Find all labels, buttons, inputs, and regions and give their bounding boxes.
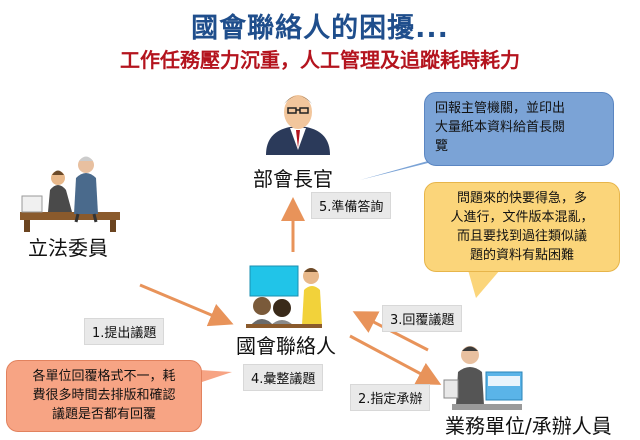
business-callout-line-3: 而且要找到過往類似議: [456, 229, 587, 244]
liaison-callout-line-2: 費很多時間去排版和確認: [32, 388, 176, 403]
business-callout-line-4: 題的資料有點困難: [469, 248, 574, 263]
step-3-label: 3.回覆議題: [382, 305, 463, 332]
supervisor-callout: 回報主管機關，並印出 大量紙本資料給首長閱 覽: [424, 92, 614, 166]
supervisor-callout-line-3: 覽: [435, 139, 449, 154]
arrow-liaison-to-business: [349, 334, 442, 385]
liaison-callout: 各單位回覆格式不一，耗 費很多時間去排版和確認 議題是否都有回覆: [6, 360, 202, 432]
arrow-legislator-to-liaison: [139, 283, 234, 327]
arrow-business-to-liaison: [352, 311, 429, 352]
step-4-label: 4.彙整議題: [243, 364, 324, 391]
liaison-callout-line-1: 各單位回覆格式不一，耗: [32, 369, 176, 384]
liaison-label: 國會聯絡人: [236, 334, 336, 358]
business-callout-line-1: 問題來的快要得急，多: [456, 191, 587, 206]
liaison-callout-line-3: 議題是否都有回覆: [51, 407, 156, 422]
supervisor-label: 部會長官: [253, 167, 333, 191]
diagram-title: 國會聯絡人的困擾...: [191, 13, 449, 44]
step-2-label: 2.指定承辦: [350, 384, 431, 411]
business-unit-label: 業務單位/承辦人員: [445, 414, 612, 438]
legislator-label: 立法委員: [28, 236, 108, 260]
step-5-label: 5.準備答詢: [311, 192, 392, 219]
business-callout: 問題來的快要得急，多 人進行，文件版本混亂， 而且要找到過往類似議 題的資料有點…: [424, 182, 620, 272]
business-callout-line-2: 人進行，文件版本混亂，: [450, 210, 594, 225]
diagram-subtitle: 工作任務壓力沉重，人工管理及追蹤耗時耗力: [120, 48, 520, 72]
supervisor-callout-line-2: 大量紙本資料給首長閱: [435, 120, 566, 135]
step-1-label: 1.提出議題: [84, 318, 165, 345]
supervisor-callout-line-1: 回報主管機關，並印出: [435, 101, 566, 116]
